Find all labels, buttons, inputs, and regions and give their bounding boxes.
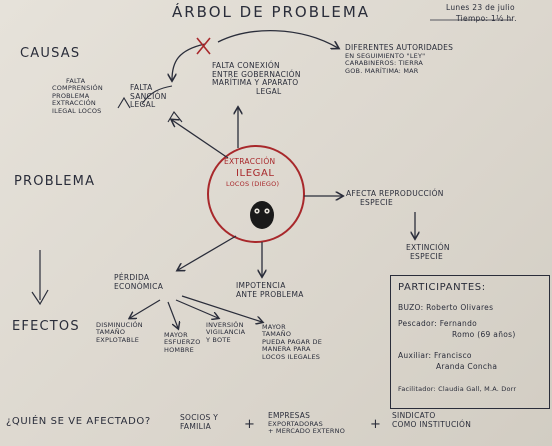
cause-falta-conexion: FALTA CONEXIÓN ENTRE GOBERNACIÓN MARÍTIM…: [212, 61, 301, 96]
cause-falta-comprension: FALTA COMPRENSIÓN PROBLEMA EXTRACCIÓN IL…: [52, 77, 103, 115]
causas-label: CAUSAS: [20, 46, 81, 61]
date-label: Lunes 23 de julio: [446, 3, 515, 12]
effect-perdida-economica: PÉRDIDA ECONÓMICA: [114, 273, 164, 291]
arrow-cause3-to-cause4: [217, 30, 338, 48]
effect-reproduccion: AFECTA REPRODUCCIÓN ESPECIE: [346, 189, 444, 207]
center-line3: LOCOS (DIEGO): [226, 180, 280, 188]
center-circle: [207, 145, 305, 243]
affected-sindicato: SINDICATO COMO INSTITUCIÓN: [392, 411, 472, 429]
subeffect-mayor-tamano: MAYOR TAMAÑO PUEDA PAGAR DE MANERA PARA …: [262, 323, 323, 361]
cross-out-mark: [196, 37, 211, 55]
efectos-label: EFECTOS: [12, 319, 80, 334]
participants-box: [390, 275, 550, 409]
arrow-cause3-to-cause2: [172, 43, 206, 80]
participant-pescador: Pescador: Fernando: [398, 319, 478, 328]
participant-auxiliar-name: Aranda Concha: [436, 362, 498, 371]
arrow-to-perdida: [178, 235, 237, 270]
participants-heading: PARTICIPANTES:: [398, 282, 486, 293]
time-label: Tiempo: 1½ hr.: [456, 14, 517, 23]
problema-label: PROBLEMA: [14, 174, 96, 189]
participant-facilitador: Facilitador: Claudia Gall, M.A. Dorr: [398, 385, 517, 393]
center-line2: ILEGAL: [236, 168, 275, 179]
page-title: ÁRBOL DE PROBLEMA: [172, 3, 371, 21]
center-line1: EXTRACCIÓN: [224, 157, 276, 166]
arrow-problema-efectos: [31, 289, 49, 306]
effect-impotencia: IMPOTENCIA ANTE PROBLEMA: [236, 281, 304, 299]
participant-pescador-name: Romo (69 años): [452, 330, 516, 339]
bottom-question: ¿QUIÉN SE VE AFECTADO?: [6, 416, 151, 427]
subeffect-disminucion: DISMINUCIÓN TAMAÑO EXPLOTABLE: [96, 321, 143, 344]
subeffect-inversion-vigilancia: INVERSIÓN VIGILANCIA Y BOTE: [206, 321, 246, 344]
affected-socios: SOCIOS Y FAMILIA: [180, 413, 219, 431]
subeffect-mayor-esfuerzo: MAYOR ESFUERZO HOMBRE: [164, 331, 201, 354]
effect-extincion: EXTINCIÓN ESPECIE: [406, 243, 450, 261]
face-drawing: [250, 201, 274, 229]
participant-buzo: BUZO: Roberto Olivares: [398, 303, 494, 312]
participant-auxiliar: Auxiliar: Francisco: [398, 351, 472, 360]
plus-sign-1: +: [244, 417, 257, 432]
arrow-to-cause2: [172, 120, 229, 159]
plus-sign-2: +: [370, 417, 383, 432]
cause-diferentes-autoridades: DIFERENTES AUTORIDADES EN SEGUIMIENTO "L…: [345, 43, 454, 75]
cause-falta-sancion: FALTA SANCIÓN LEGAL: [130, 83, 167, 110]
affected-empresas: EMPRESAS EXPORTADORAS + MERCADO EXTERNO: [268, 411, 346, 436]
